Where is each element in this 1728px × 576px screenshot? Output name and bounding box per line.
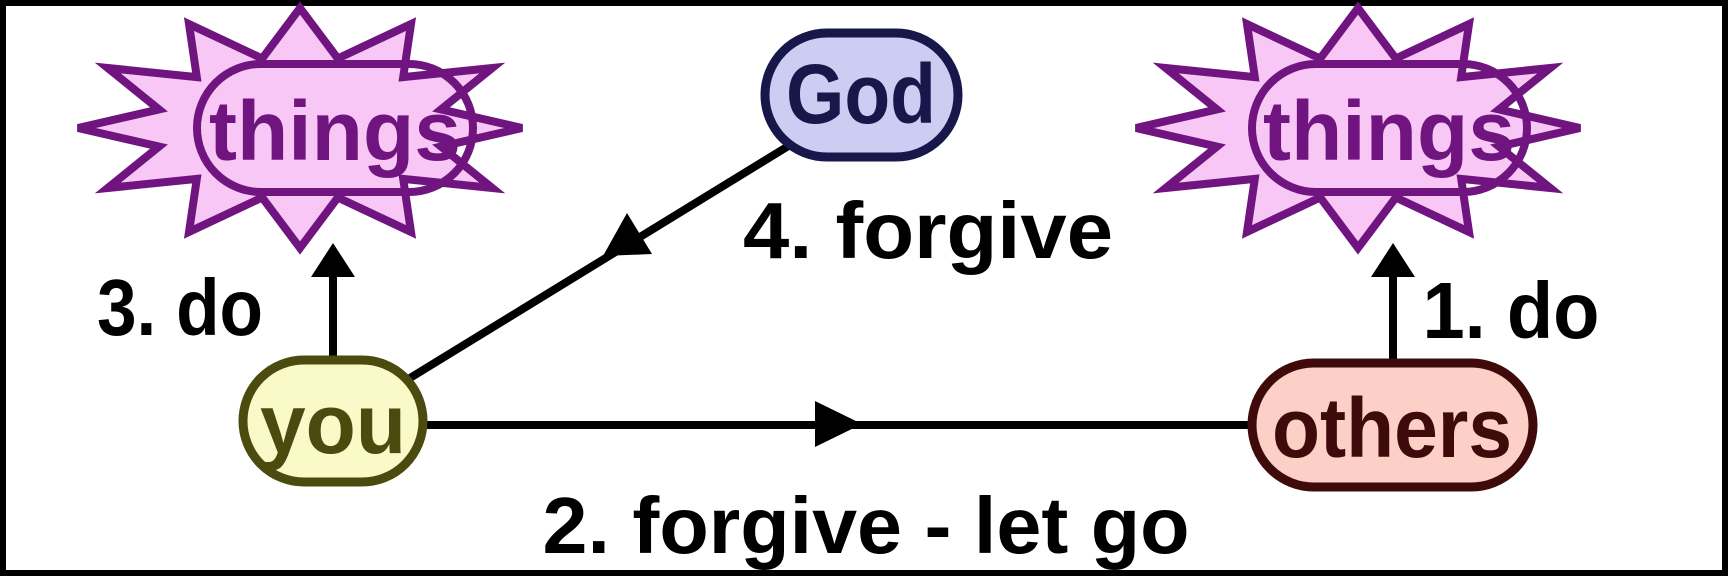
edge-others-do-things <box>1371 243 1415 365</box>
edge-you-forgive-others <box>423 401 1252 447</box>
you-node-shape <box>238 355 428 487</box>
things-node-right: things <box>1135 1 1581 255</box>
arrow-head-4 <box>603 213 652 256</box>
starburst-right-shape <box>1135 1 1581 255</box>
you-node: you <box>238 355 428 487</box>
others-node: others <box>1247 358 1538 492</box>
arrow-line-4 <box>407 141 793 382</box>
god-node: God <box>760 28 963 162</box>
edge-label-2-forgive-let-go: 2. forgive - let go <box>543 481 1190 570</box>
edge-label-4-forgive: 4. forgive <box>743 186 1113 275</box>
starburst-left-shape <box>77 1 523 255</box>
things-left-label: things <box>209 84 461 178</box>
you-node-label: you <box>260 377 406 471</box>
god-node-shape <box>760 28 963 162</box>
arrow-head-3 <box>311 243 355 277</box>
edge-label-1-do: 1. do <box>1423 266 1600 355</box>
arrow-head-1 <box>1371 243 1415 277</box>
edge-you-do-things <box>311 243 355 362</box>
things-right-label: things <box>1263 84 1515 178</box>
arrow-head-2 <box>815 401 862 447</box>
things-node-left: things <box>77 1 523 255</box>
starburst-right-stadium <box>1248 60 1531 196</box>
others-node-label: others <box>1272 381 1512 475</box>
starburst-left-stadium <box>193 60 477 196</box>
edge-label-3-do: 3. do <box>97 263 263 352</box>
god-node-label: God <box>786 47 936 141</box>
others-node-shape <box>1247 358 1538 492</box>
edge-god-forgive-you <box>407 141 793 382</box>
